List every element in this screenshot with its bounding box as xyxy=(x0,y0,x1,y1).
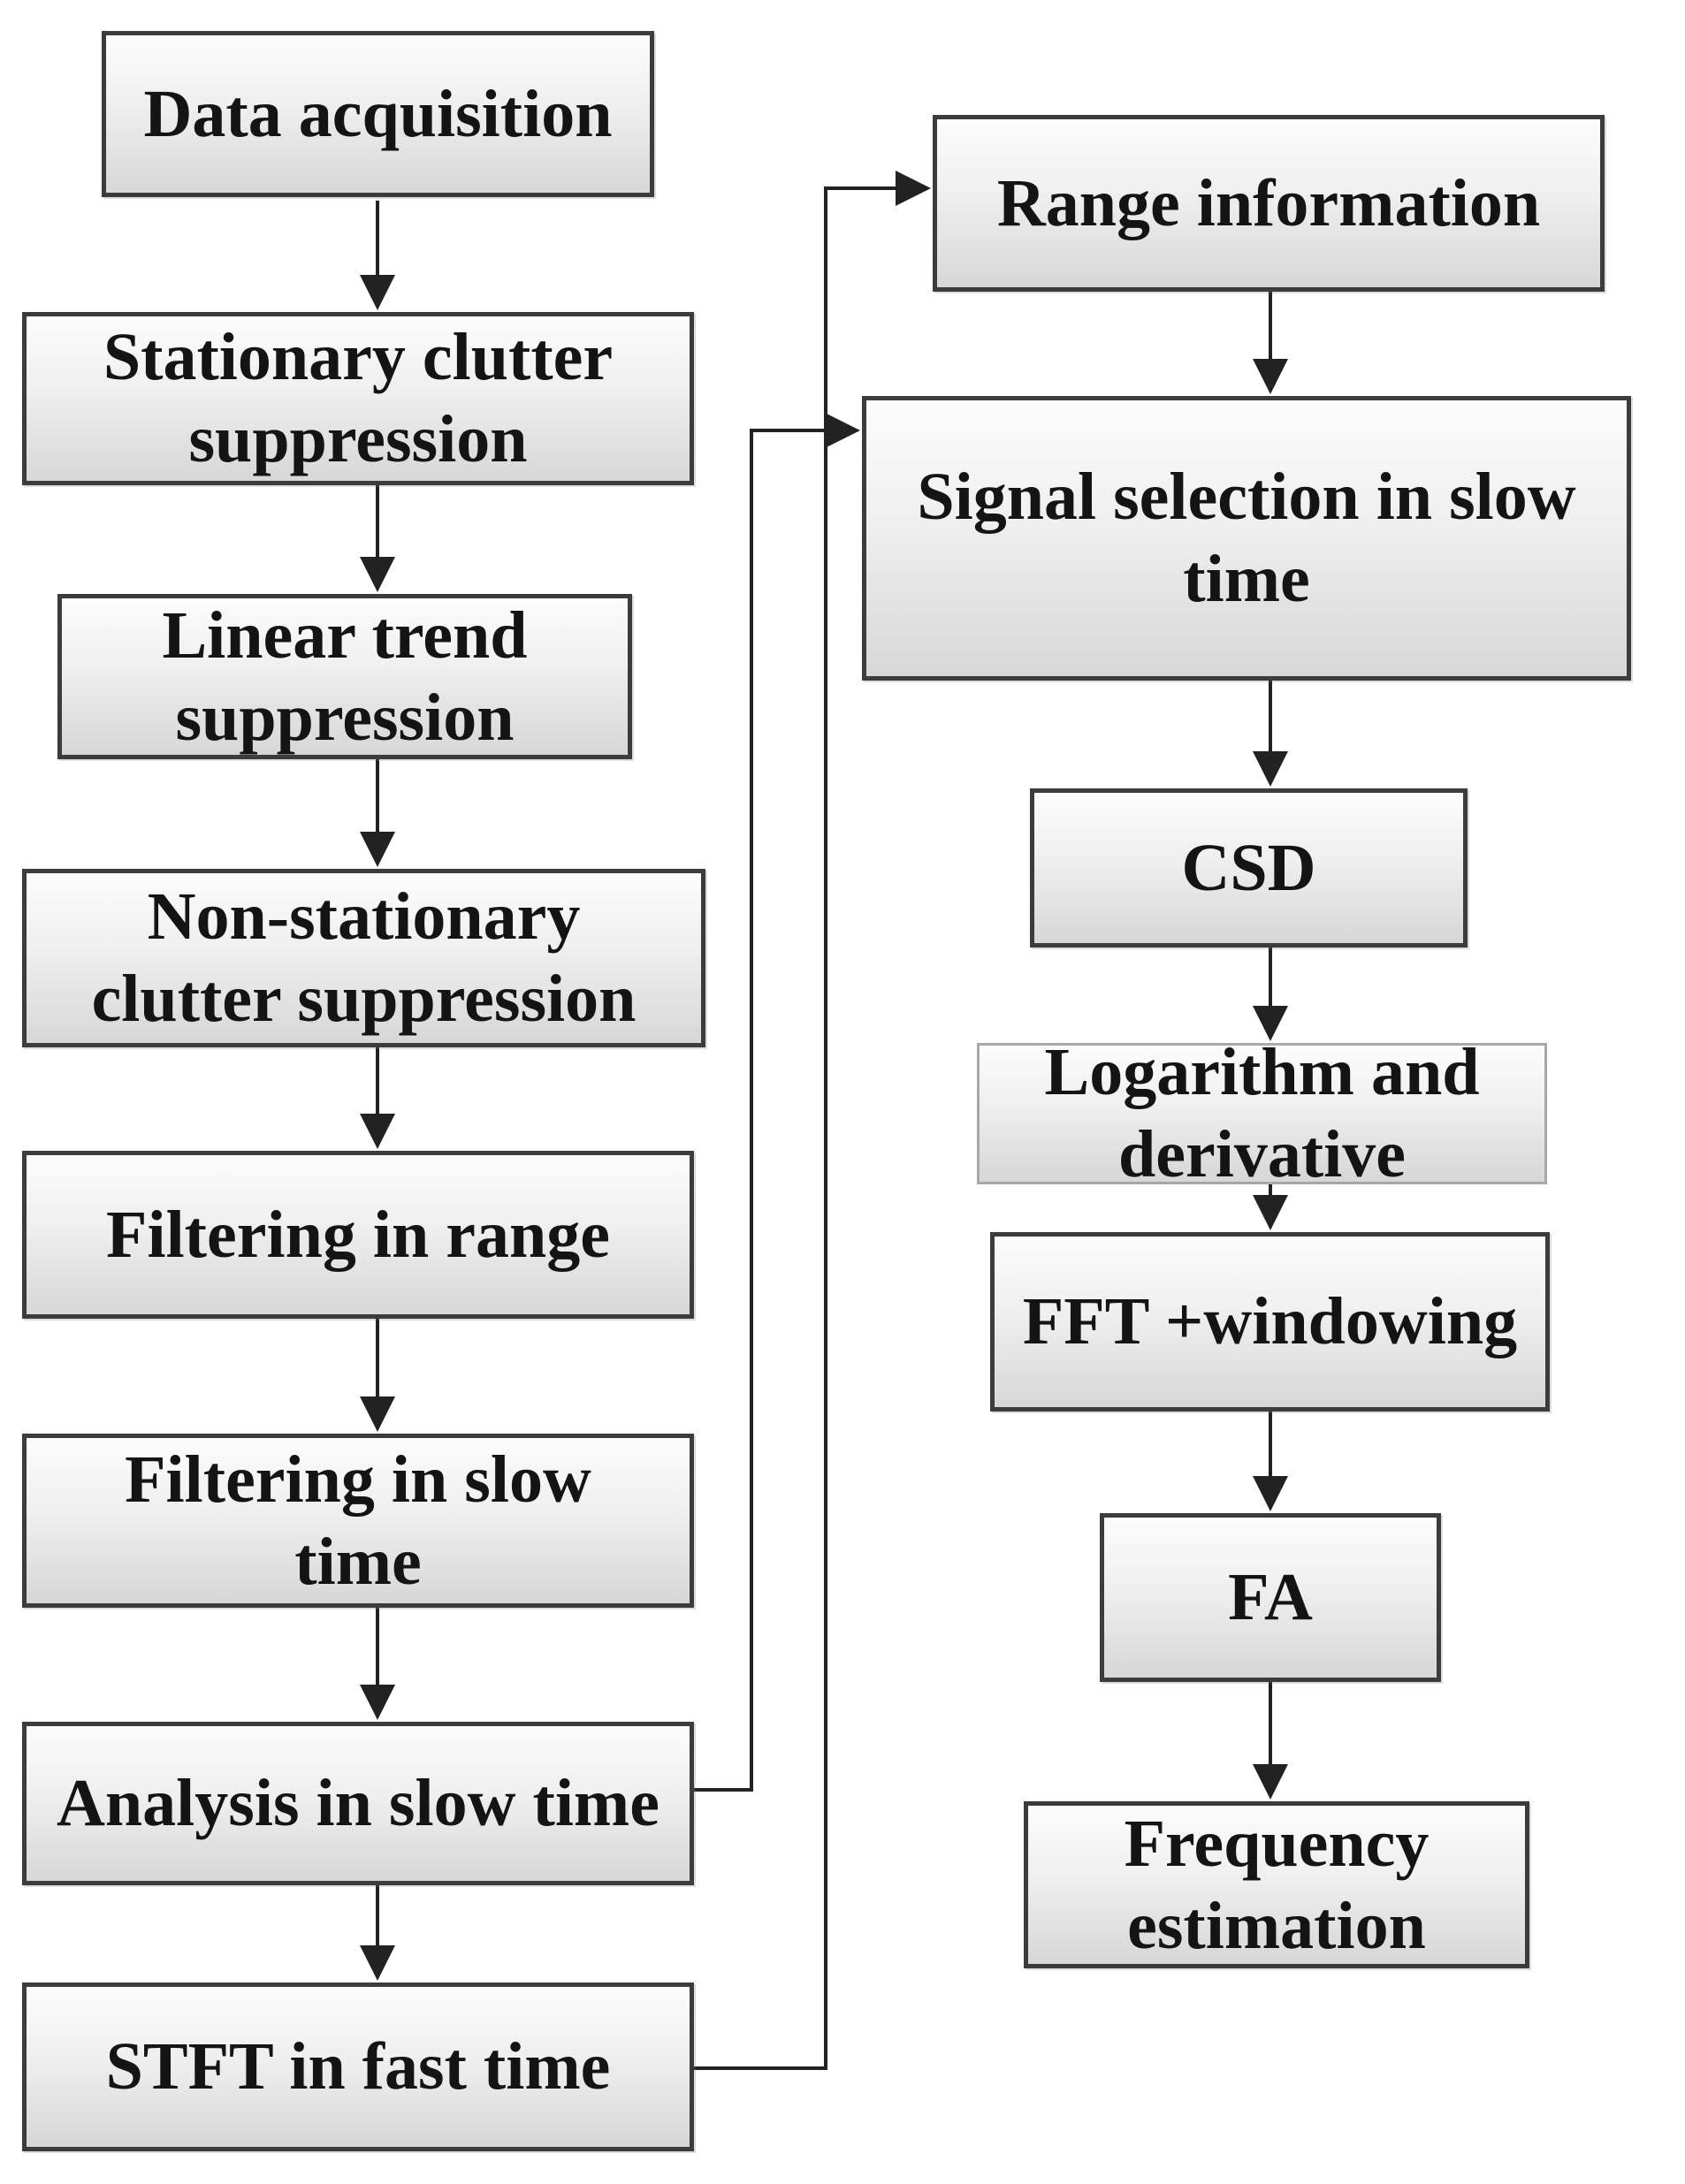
box-non-stationary-clutter-suppression: Non-stationary clutter suppression xyxy=(22,869,705,1047)
box-label-stationary-clutter-suppression: Stationary clutter suppression xyxy=(103,320,614,476)
box-label-frequency-estimation: Frequency estimation xyxy=(1124,1806,1430,1963)
box-label-non-stationary-clutter-suppression: Non-stationary clutter suppression xyxy=(91,879,637,1036)
box-fft-windowing: FFT +windowing xyxy=(990,1232,1550,1412)
box-label-filtering-in-range: Filtering in range xyxy=(106,1197,610,1272)
box-filtering-in-slow-time: Filtering in slow time xyxy=(22,1434,694,1608)
box-label-csd: CSD xyxy=(1181,830,1316,905)
box-signal-selection-in-slow-time: Signal selection in slow time xyxy=(862,396,1631,681)
box-csd: CSD xyxy=(1030,788,1468,947)
box-stft-in-fast-time: STFT in fast time xyxy=(22,1982,694,2151)
box-label-stft-in-fast-time: STFT in fast time xyxy=(105,2029,611,2104)
box-analysis-in-slow-time: Analysis in slow time xyxy=(22,1722,694,1885)
box-linear-trend-suppression: Linear trend suppression xyxy=(57,594,632,759)
box-label-fa: FA xyxy=(1228,1560,1313,1635)
box-data-acquisition: Data acquisition xyxy=(102,31,654,197)
box-label-fft-windowing: FFT +windowing xyxy=(1022,1284,1518,1359)
box-stationary-clutter-suppression: Stationary clutter suppression xyxy=(22,312,694,485)
box-label-data-acquisition: Data acquisition xyxy=(143,76,613,151)
box-label-logarithm-and-derivative: Logarithm and derivative xyxy=(1044,1035,1480,1191)
box-frequency-estimation: Frequency estimation xyxy=(1024,1801,1529,1968)
box-label-filtering-in-slow-time: Filtering in slow time xyxy=(125,1442,591,1599)
box-label-range-information: Range information xyxy=(996,165,1541,240)
box-label-analysis-in-slow-time: Analysis in slow time xyxy=(57,1766,660,1841)
connector-analysis-to-signalselection xyxy=(694,413,860,1792)
box-filtering-in-range: Filtering in range xyxy=(22,1151,694,1319)
box-logarithm-and-derivative: Logarithm and derivative xyxy=(977,1035,1547,1191)
box-range-information: Range information xyxy=(933,115,1605,292)
box-label-signal-selection-in-slow-time: Signal selection in slow time xyxy=(917,460,1576,616)
box-fa: FA xyxy=(1100,1513,1441,1682)
box-label-linear-trend-suppression: Linear trend suppression xyxy=(162,597,528,755)
